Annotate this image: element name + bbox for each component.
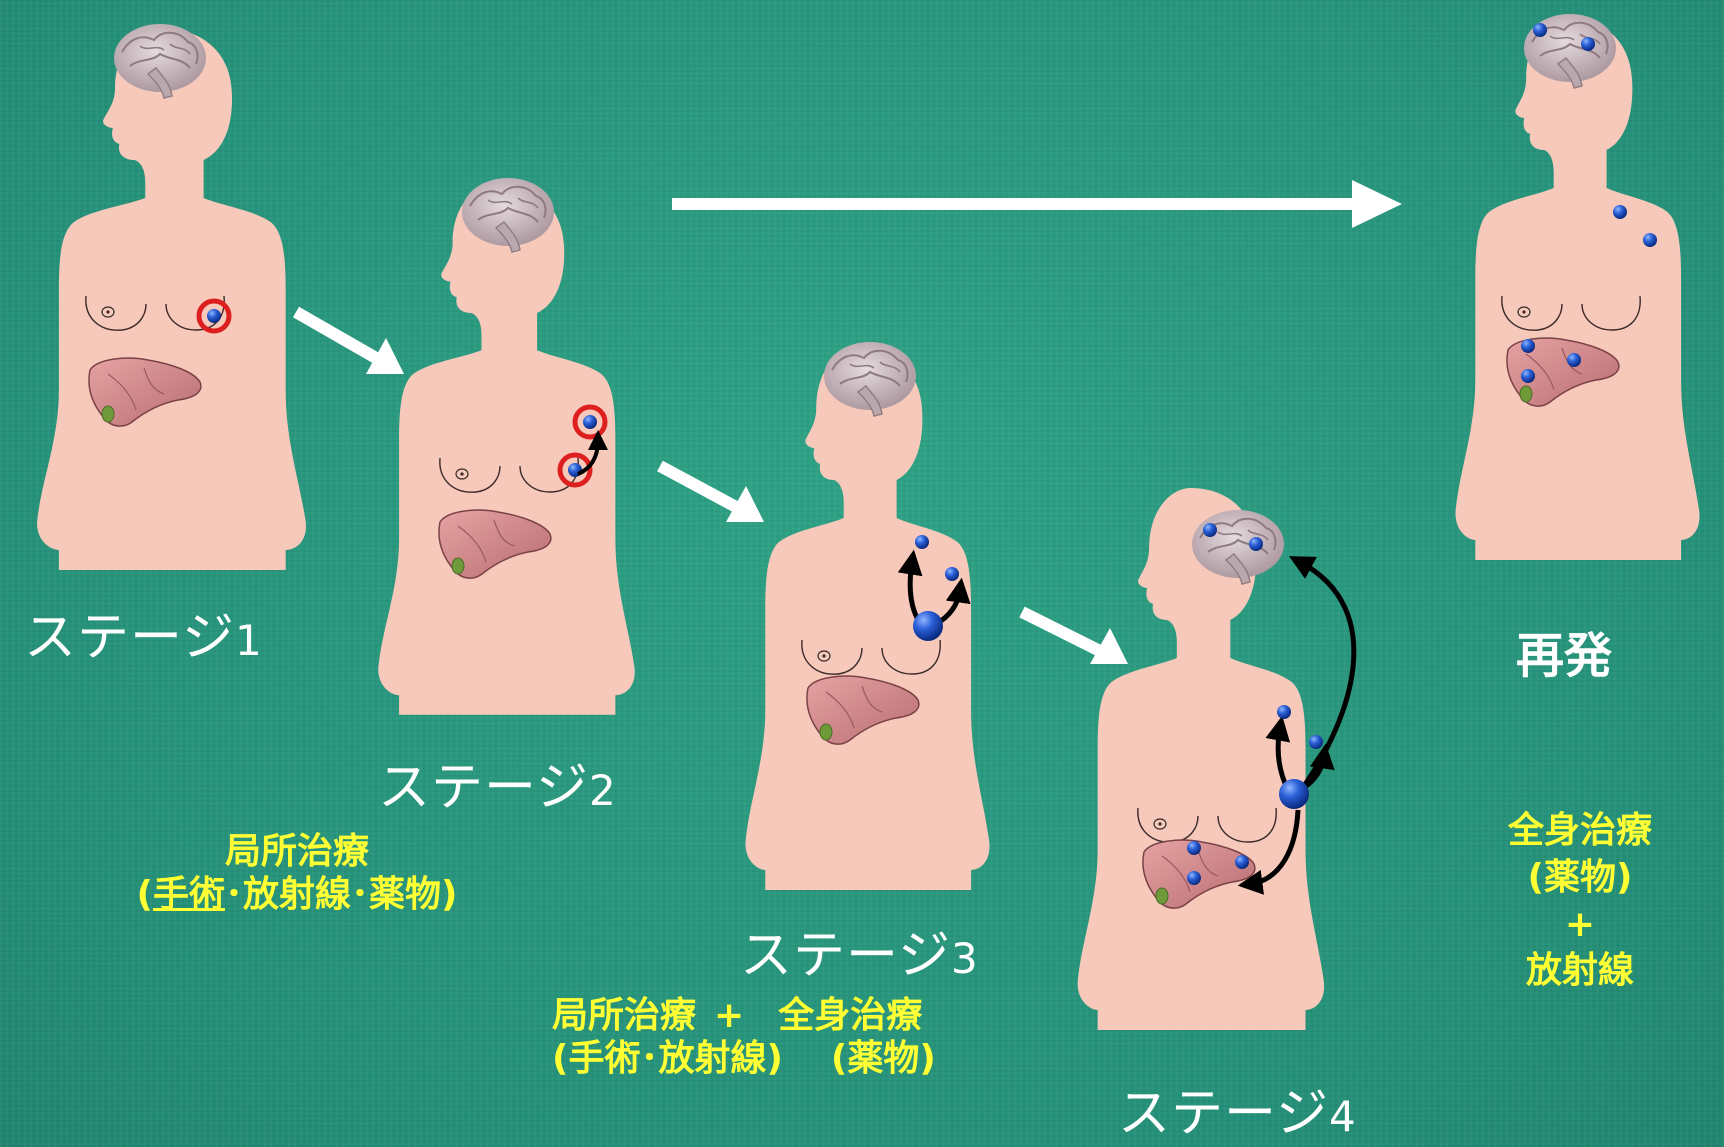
- treatment-stage3-local-detail: (手術･放射線): [552, 1037, 783, 1080]
- treatment-stage3-row1: 局所治療 + 全身治療: [552, 994, 1072, 1037]
- figure-stage3: [745, 348, 989, 890]
- recurrence-label: 再発: [1516, 632, 1612, 680]
- stage1-label: ステージ1: [24, 612, 263, 664]
- treatment-recurrence-line2: (薬物): [1528, 855, 1633, 902]
- treatment-stage2-detail: (手術･放射線･薬物): [137, 873, 458, 916]
- treatment-stage2-paren-open: (: [137, 874, 153, 915]
- treatment-stage3-row2: (手術･放射線) (薬物): [552, 1037, 1072, 1080]
- stage3-label-text: ステージ: [740, 926, 951, 986]
- spread-arrow-stage4-brain: [1300, 562, 1354, 786]
- treatment-recurrence-line1: 全身治療: [1508, 808, 1652, 855]
- stage2-number: 2: [589, 766, 617, 815]
- progress-arrow-2-to-3: [660, 466, 764, 522]
- stage4-number: 4: [1329, 1092, 1357, 1141]
- figure-stage4: [1078, 488, 1324, 1030]
- tumor-stage4-liver-b: [1235, 855, 1249, 869]
- stage3-label: ステージ3: [740, 930, 979, 982]
- treatment-stage2: 局所治療 (手術･放射線･薬物): [62, 830, 532, 916]
- progress-arrow-1-to-2: [296, 312, 404, 374]
- stage4-label-text: ステージ: [1118, 1084, 1329, 1144]
- tumor-stage3-node-b: [945, 567, 959, 581]
- treatment-recurrence: 全身治療 (薬物) + 放射線: [1440, 808, 1720, 995]
- treatment-stage2-sep2: ･: [351, 874, 369, 915]
- tumor-stage4-brain-a: [1203, 523, 1217, 537]
- treatment-stage2-paren-close: ): [441, 874, 457, 915]
- tumor-stage4-node-b: [1309, 735, 1323, 749]
- treatment-recurrence-line4: 放射線: [1526, 948, 1634, 995]
- stage2-label-text: ステージ: [378, 758, 589, 818]
- treatment-stage2-surgery: 手術: [153, 874, 225, 915]
- tumor-stage1: [207, 309, 221, 323]
- treatment-stage3-plus: +: [714, 994, 744, 1037]
- stage3-number: 3: [951, 934, 979, 983]
- tumor-stage4-liver-a: [1187, 841, 1201, 855]
- figure-stage1: [37, 28, 306, 570]
- tumor-stage3-primary: [913, 611, 943, 641]
- stage1-number: 1: [235, 616, 263, 665]
- tumor-stage3-node-a: [915, 535, 929, 549]
- treatment-stage3: 局所治療 + 全身治療 (手術･放射線) (薬物): [552, 994, 1072, 1080]
- treatment-stage3-local-title: 局所治療: [552, 994, 696, 1037]
- treatment-stage3-systemic-detail: (薬物): [831, 1037, 936, 1080]
- progress-arrow-3-to-4: [1022, 612, 1128, 664]
- stage1-label-text: ステージ: [24, 608, 235, 668]
- treatment-stage2-sep1: ･: [225, 874, 243, 915]
- tumor-recurrence-bone-b: [1643, 233, 1657, 247]
- treatment-recurrence-plus: +: [1565, 902, 1595, 949]
- treatment-stage2-title: 局所治療: [225, 830, 369, 873]
- tumor-recurrence-brain-b: [1581, 37, 1595, 51]
- progress-arrow-to-recurrence: [672, 180, 1402, 228]
- tumor-stage4-node-a: [1277, 705, 1291, 719]
- figure-recurrence: [1455, 18, 1699, 560]
- tumor-recurrence-bone-a: [1613, 205, 1627, 219]
- tumor-recurrence-liver-c: [1521, 369, 1535, 383]
- treatment-stage3-systemic-title: 全身治療: [778, 994, 922, 1037]
- tumor-stage4-primary: [1279, 779, 1309, 809]
- tumor-recurrence-liver-b: [1567, 353, 1581, 367]
- tumor-stage2-upper: [583, 415, 597, 429]
- tumor-stage4-liver-c: [1187, 871, 1201, 885]
- treatment-stage2-drug: 薬物: [369, 874, 441, 915]
- stage4-label: ステージ4: [1118, 1088, 1357, 1140]
- stage2-label: ステージ2: [378, 762, 617, 814]
- tumor-recurrence-liver-a: [1521, 339, 1535, 353]
- treatment-stage2-radiation: 放射線: [243, 874, 351, 915]
- tumor-stage4-brain-b: [1249, 537, 1263, 551]
- tumor-recurrence-brain-a: [1533, 23, 1547, 37]
